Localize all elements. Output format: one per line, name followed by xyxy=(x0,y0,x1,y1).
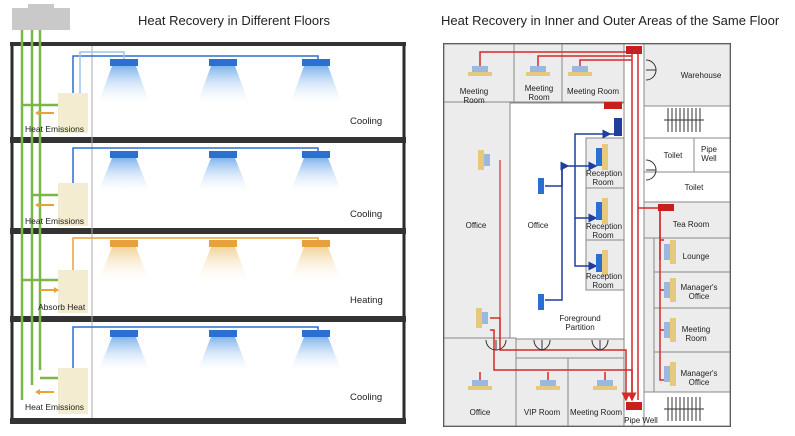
floor4-mode: Cooling xyxy=(350,392,383,403)
room-meeting-1: Meeting Room xyxy=(459,87,489,105)
room-toilet-2: Toilet xyxy=(684,183,704,192)
room-tea-room: Tea Room xyxy=(672,220,710,229)
room-reception-3: Reception Room xyxy=(586,272,623,290)
room-office-outer: Office xyxy=(465,221,487,230)
right-title: Heat Recovery in Inner and Outer Areas o… xyxy=(441,13,780,28)
floor3-mode: Heating xyxy=(350,295,383,306)
room-meeting-4: Meeting Room xyxy=(681,325,711,343)
floor4-unit: Heat Emissions xyxy=(25,402,85,412)
floor1-unit: Heat Emissions xyxy=(25,124,85,134)
room-reception-2: Reception Room xyxy=(586,222,623,240)
room-toilet-1: Toilet xyxy=(663,151,683,160)
room-pipe-well-1: Pipe Well xyxy=(700,145,717,163)
floor3-unit: Absorb Heat xyxy=(38,302,86,312)
room-reception-1: Reception Room xyxy=(586,169,623,187)
room-foreground: Foreground Partition xyxy=(559,314,601,332)
room-meeting-5: Meeting Room xyxy=(569,408,623,417)
room-meeting-3: Meeting Room xyxy=(566,87,620,96)
room-manager-1: Manager's Office xyxy=(680,283,718,301)
room-office-bottom: Office xyxy=(469,408,491,417)
room-manager-2: Manager's Office xyxy=(680,369,718,387)
room-vip: VIP Room xyxy=(523,408,561,417)
room-warehouse: Warehouse xyxy=(680,71,722,80)
room-meeting-2: Meeting Room xyxy=(524,84,554,102)
floor2-mode: Cooling xyxy=(350,209,383,220)
left-title: Heat Recovery in Different Floors xyxy=(138,13,330,28)
floor2-unit: Heat Emissions xyxy=(25,216,85,226)
room-office-inner: Office xyxy=(527,221,549,230)
room-lounge: Lounge xyxy=(682,252,710,261)
floor1-mode: Cooling xyxy=(350,116,383,127)
room-pipe-well-2: Pipe Well xyxy=(624,416,658,425)
